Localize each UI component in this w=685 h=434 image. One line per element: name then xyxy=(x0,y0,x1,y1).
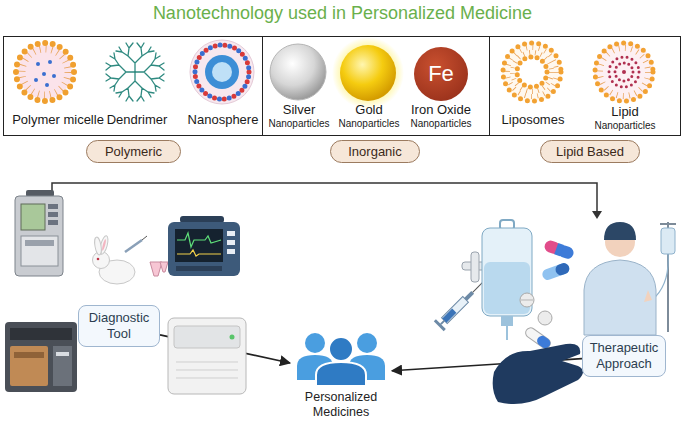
node-label: Personalized Medicines xyxy=(290,390,392,420)
particle-caption: Polymer micelle xyxy=(2,113,114,128)
gold-glow-art xyxy=(332,37,404,109)
node-label: Diagnostic Tool xyxy=(83,310,155,341)
rabbit-art xyxy=(93,235,169,284)
dendrimer-art xyxy=(106,43,164,101)
node-label: Inorganic xyxy=(348,144,401,159)
particle-caption: Silver Nanoparticles xyxy=(259,103,339,129)
particle-caption: Gold Nanoparticles xyxy=(329,103,409,129)
particle-panel: Liposomes Lipid Nanoparticles xyxy=(489,36,681,136)
particle-panel: Silver NanoparticlesGold NanoparticlesIr… xyxy=(262,36,490,136)
label-box: Therapeutic Approach xyxy=(582,335,666,377)
nanosphere-art xyxy=(190,40,254,104)
monitor-art xyxy=(168,216,240,276)
liposome-art xyxy=(502,42,562,102)
infusion-pump-art xyxy=(15,190,63,276)
category-pill: Lipid Based xyxy=(540,140,640,163)
diagram-title: Nanotechnology used in Personalized Medi… xyxy=(0,3,685,24)
syringe-art xyxy=(434,277,488,331)
silver-particle-art xyxy=(270,44,326,100)
node-label: Therapeutic Approach xyxy=(587,340,661,371)
particle-caption: Lipid Nanoparticles xyxy=(585,105,665,131)
patient-art xyxy=(584,222,676,335)
category-pill: Inorganic xyxy=(330,140,420,163)
iv-bag-art xyxy=(482,220,532,340)
lipid-nanoparticle-art xyxy=(594,42,654,102)
particle-panel: Polymer micelleDendrimerNanosphere xyxy=(3,36,263,136)
particle-caption: Nanosphere xyxy=(178,113,268,128)
analyser-art xyxy=(5,322,77,392)
people-node: Personalized Medicines xyxy=(290,328,392,420)
iron-oxide-particle: Fe xyxy=(414,47,468,101)
hand-art xyxy=(493,344,583,404)
polymer-micelle-art xyxy=(16,43,74,101)
gold-particle-art xyxy=(340,45,396,101)
node-label: Lipid Based xyxy=(556,144,624,159)
node-label: Polymeric xyxy=(105,144,162,159)
people-icon xyxy=(297,333,385,386)
category-pill: Polymeric xyxy=(86,140,181,163)
particle-caption: Liposomes xyxy=(488,113,578,128)
sequencer-art xyxy=(168,318,246,394)
node-label: Fe xyxy=(428,61,454,87)
particle-caption: Dendrimer xyxy=(92,113,182,128)
split-bracket xyxy=(47,183,602,219)
label-box: Diagnostic Tool xyxy=(78,305,160,347)
pills-art xyxy=(520,239,575,350)
particle-caption: Iron Oxide Nanoparticles xyxy=(401,103,481,129)
